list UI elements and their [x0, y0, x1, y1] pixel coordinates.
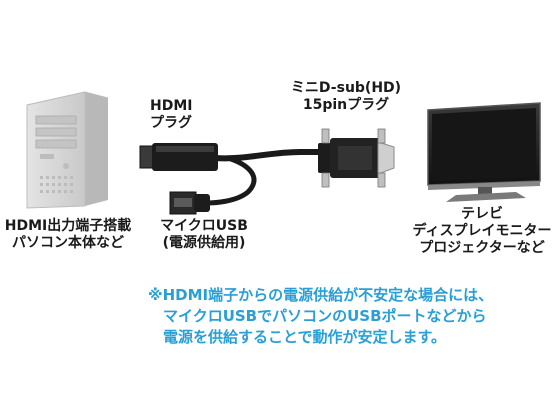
vga-plug-label-line-2: 15pinプラグ: [302, 97, 390, 113]
vga-plug-label-line-1: ミニD-sub(HD): [290, 80, 402, 96]
usb-label-line-2: (電源供給用): [162, 235, 246, 251]
pc-label-line-1: HDMI出力端子搭載: [4, 218, 132, 234]
conversion-cable-icon: [139, 128, 395, 215]
power-note-line-3: 電源を供給することで動作が安定します。: [163, 328, 447, 346]
usb-label-line-1: マイクロUSB: [160, 218, 248, 234]
power-note-line-1: ※HDMI端子からの電源供給が不安定な場合には、: [148, 286, 494, 304]
tv-monitor-icon: [427, 102, 541, 202]
pc-label-line-2: パソコン本体など: [12, 235, 124, 251]
hdmi-plug-label-line-2: プラグ: [150, 115, 192, 131]
hdmi-plug-label: HDMI プラグ: [150, 98, 192, 132]
tv-label: テレビ ディスプレイモニター プロジェクターなど: [412, 206, 552, 257]
tv-label-line-1: テレビ: [461, 206, 503, 222]
hdmi-plug-label-line-1: HDMI: [150, 98, 193, 114]
power-note-line-2: マイクロUSBでパソコンのUSBポートなどから: [163, 307, 487, 325]
vga-plug-label: ミニD-sub(HD) 15pinプラグ: [282, 80, 410, 114]
tv-label-line-2: ディスプレイモニター: [412, 223, 552, 239]
usb-label: マイクロUSB (電源供給用): [148, 218, 260, 252]
pc-label: HDMI出力端子搭載 パソコン本体など: [4, 218, 132, 252]
pc-tower-icon: [26, 91, 109, 209]
tv-label-line-3: プロジェクターなど: [419, 240, 545, 256]
